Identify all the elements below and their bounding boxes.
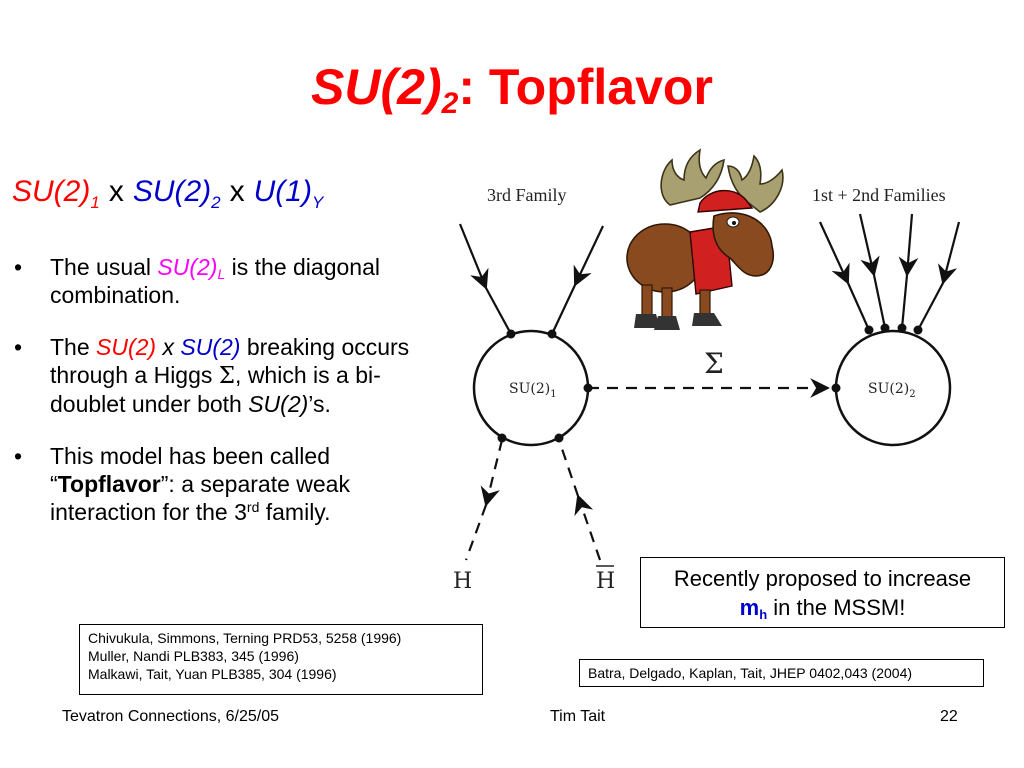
reference-item: Malkawi, Tait, Yuan PLB385, 304 (1996) [88, 666, 337, 682]
reference-item: Muller, Nandi PLB383, 345 (1996) [88, 648, 299, 664]
vertex-dot [497, 433, 507, 443]
higgs-hbar-line [557, 439, 580, 497]
moose-mascot-icon [626, 148, 784, 330]
footer-page-number: 22 [940, 708, 958, 725]
higgs-h-line [464, 504, 488, 561]
higgs-h-label: H [453, 569, 472, 594]
fermion-line [917, 282, 944, 331]
vertex-dot [880, 323, 890, 333]
slide-title: SU(2)2: Topflavor [311, 59, 713, 120]
vertex-dot [831, 383, 841, 393]
fermion-arrow-icon [458, 223, 489, 290]
vertex-dot [547, 329, 557, 339]
higgs-h-line [480, 439, 504, 507]
group-u1-y: U(1)Y [253, 175, 324, 212]
mh-symbol: mh [739, 595, 768, 622]
fermion-arrow-icon [937, 221, 961, 285]
footer-author: Tim Tait [550, 708, 606, 725]
sigma-label: Σ [704, 347, 724, 380]
bullet-item: •This model has been called “Topflavor”:… [14, 443, 350, 525]
bullet-item: •The usual SU(2)L is the diagonal combin… [14, 254, 380, 308]
node-su2-1-label: SU(2)1 [509, 381, 557, 400]
fermion-line [485, 287, 512, 335]
label-3rd-family: 3rd Family [487, 185, 567, 205]
fermion-arrow-icon [573, 225, 604, 287]
fermion-line [846, 282, 871, 331]
vertex-dot [554, 433, 564, 443]
higgs-hbar-label: H [596, 569, 615, 594]
callout-box: Recently proposed to increase mh in the … [640, 557, 1005, 628]
vertex-dot [864, 325, 874, 335]
fermion-line [900, 274, 909, 329]
group-su2-1: SU(2)1 [12, 175, 100, 212]
reference-item: Chivukula, Simmons, Terning PRD53, 5258 … [88, 630, 402, 646]
group-su2-2: SU(2)2 [132, 175, 221, 212]
vertex-dot [913, 325, 923, 335]
title-group: SU(2)2 [311, 59, 459, 120]
vertex-dot [897, 323, 907, 333]
footer-event: Tevatron Connections, 6/25/05 [62, 708, 280, 725]
higgs-hbar-line [574, 494, 602, 561]
bullet-item: •The SU(2) x SU(2) breaking occurs throu… [14, 334, 410, 417]
fermion-line [872, 274, 887, 329]
times-sign: x [229, 175, 245, 208]
fermion-arrow-icon [819, 221, 850, 285]
bullet-list: •The usual SU(2)L is the diagonal combin… [14, 253, 434, 550]
label-1st-2nd-families: 1st + 2nd Families [812, 185, 946, 205]
fermion-line [551, 284, 576, 335]
fermion-arrow-icon [898, 213, 919, 277]
references-box: Chivukula, Simmons, Terning PRD53, 5258 … [79, 624, 483, 695]
reference-box-batra: Batra, Delgado, Kaplan, Tait, JHEP 0402,… [579, 659, 984, 687]
vertex-dot [506, 329, 516, 339]
fermion-arrow-icon [858, 213, 880, 277]
node-su2-2-label: SU(2)2 [868, 381, 916, 400]
times-sign: x [108, 175, 124, 208]
